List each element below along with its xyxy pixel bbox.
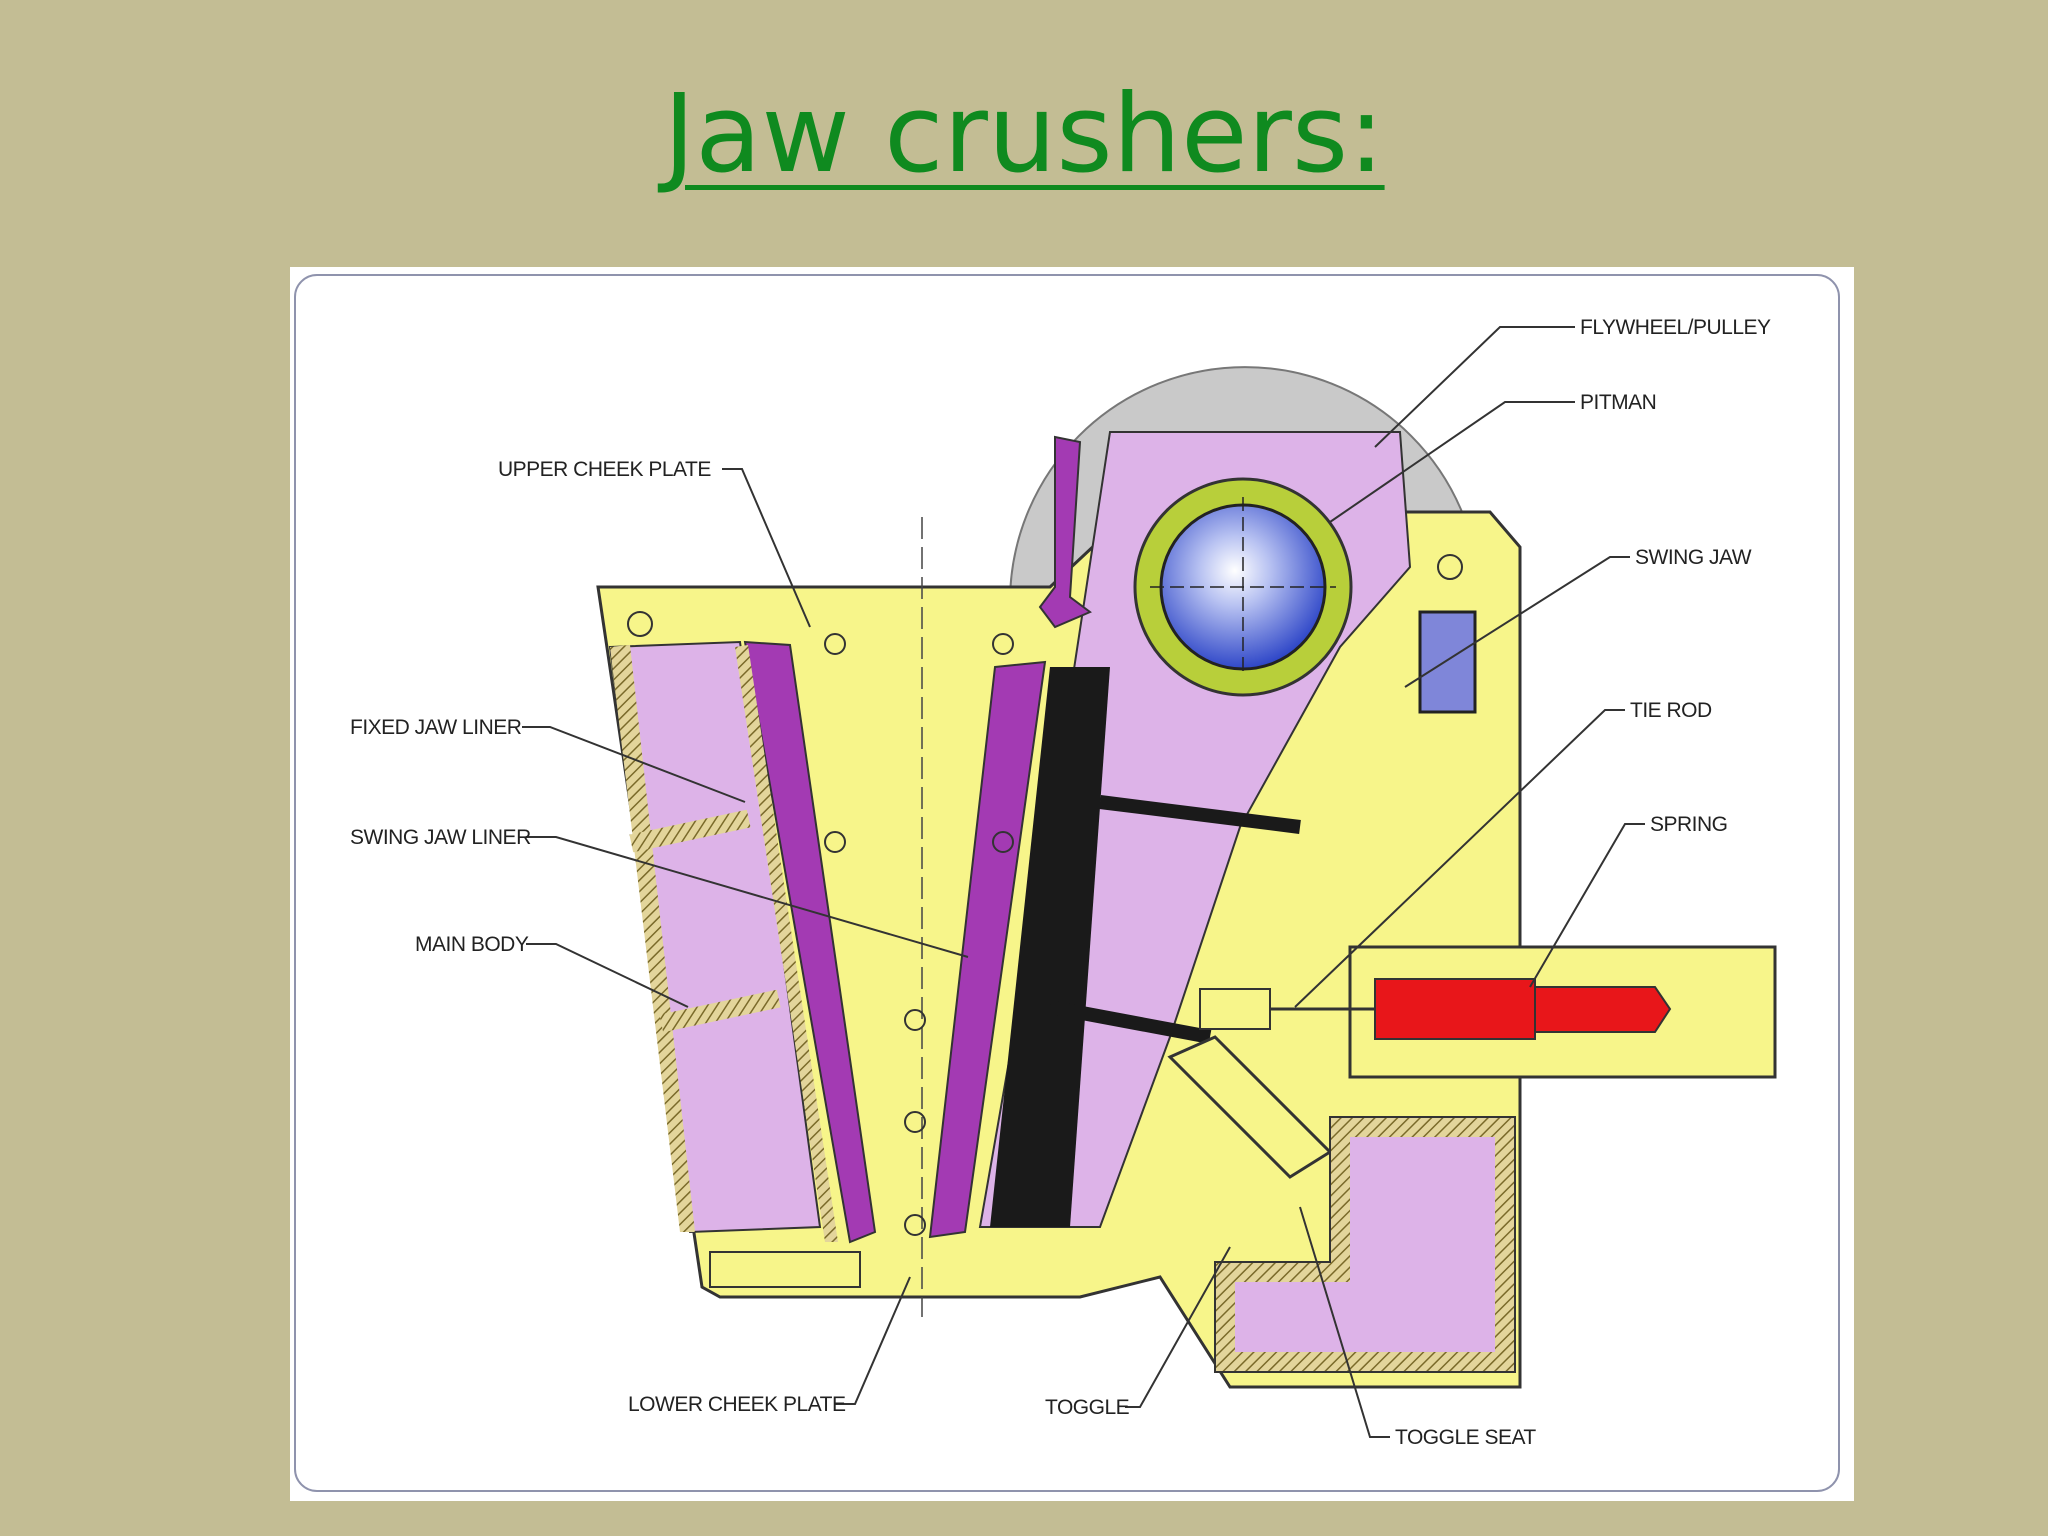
base-plate — [709, 1251, 861, 1288]
label-swing-jaw-liner: SWING JAW LINER — [350, 826, 531, 849]
swing-jaw-rib-2 — [1048, 1000, 1212, 1044]
label-flywheel-pulley: FLYWHEEL/PULLEY — [1580, 316, 1771, 339]
slide-title: Jaw crushers: — [663, 72, 1385, 197]
toggle-seat-cavity — [1235, 1137, 1495, 1352]
rib-lower — [659, 989, 781, 1033]
rib-upper — [629, 809, 751, 853]
leader-lines — [522, 326, 1645, 1438]
label-toggle: TOGGLE — [1045, 1396, 1130, 1419]
upper-cheek-plate — [1038, 435, 1092, 629]
jaw-crusher-diagram: FLYWHEEL/PULLEY PITMAN UPPER CHEEK PLATE… — [290, 267, 1854, 1501]
swing-jaw-liner — [928, 660, 1047, 1239]
label-spring: SPRING — [1650, 813, 1728, 836]
spring — [1374, 978, 1536, 1040]
label-main-body: MAIN BODY — [415, 933, 529, 956]
label-fixed-jaw-liner: FIXED JAW LINER — [350, 716, 522, 739]
swing-jaw-body — [990, 667, 1110, 1227]
fixed-jaw-hatching — [610, 645, 695, 1232]
label-upper-cheek-plate: UPPER CHEEK PLATE — [498, 458, 711, 481]
tie-rod-block — [1418, 610, 1477, 714]
fixed-liner-hatching — [735, 645, 838, 1242]
label-tie-rod: TIE ROD — [1630, 699, 1712, 722]
bolt-markers — [627, 554, 1463, 1236]
spring-rod-end — [1534, 986, 1672, 1033]
label-lower-cheek-plate: LOWER CHEEK PLATE — [628, 1393, 846, 1416]
label-toggle-seat: TOGGLE SEAT — [1395, 1426, 1536, 1449]
label-swing-jaw: SWING JAW — [1635, 546, 1752, 569]
tie-rod-clevis — [1199, 988, 1271, 1030]
swing-jaw-rib-1 — [1099, 795, 1301, 834]
label-pitman: PITMAN — [1580, 391, 1656, 414]
fixed-jaw-liner — [743, 640, 877, 1244]
